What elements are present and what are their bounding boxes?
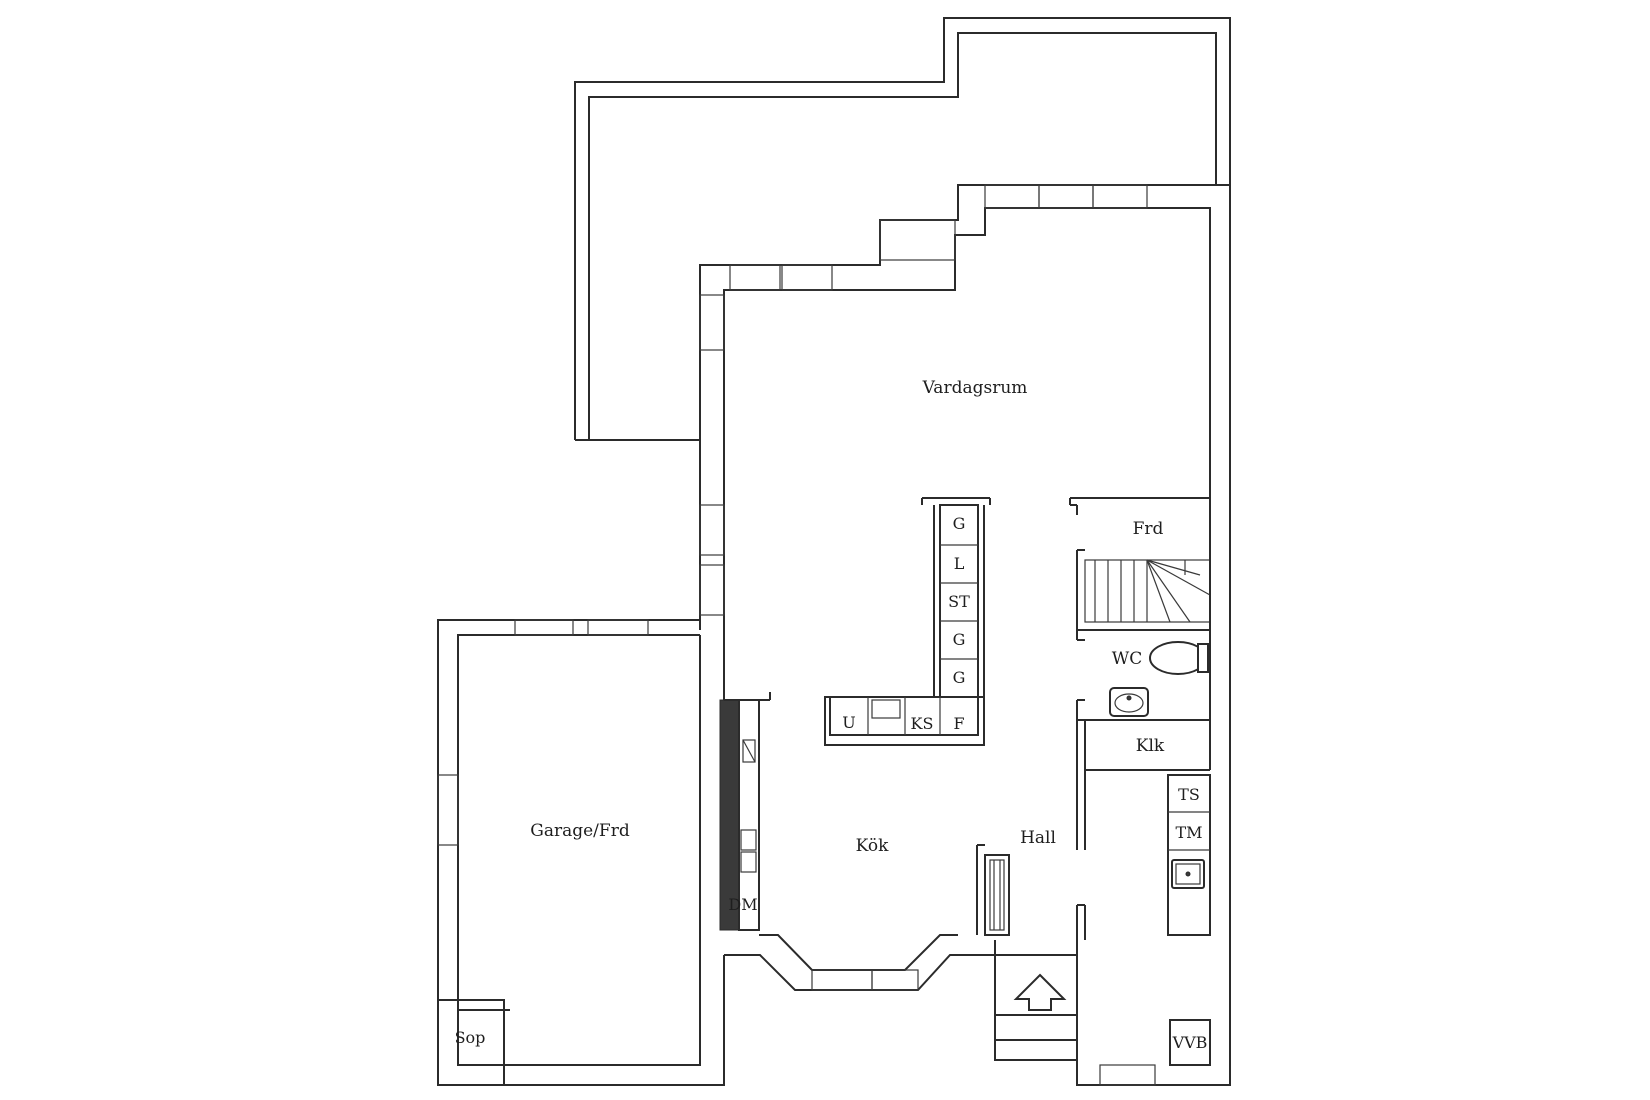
fixture-ks: KS	[911, 714, 934, 733]
toilet-icon	[1149, 641, 1209, 675]
fixture-g-1: G	[953, 514, 966, 533]
fixture-tm: TM	[1175, 823, 1202, 842]
fixture-g-3: G	[953, 668, 966, 687]
bay-window	[724, 934, 996, 991]
fixture-dm: DM	[728, 895, 757, 914]
label-frd: Frd	[1133, 519, 1164, 539]
up-arrow-icon	[1013, 973, 1067, 1011]
label-klk: Klk	[1136, 736, 1165, 756]
label-hall: Hall	[1020, 828, 1056, 848]
fixture-ts: TS	[1178, 785, 1200, 804]
radiator-icon	[984, 854, 1010, 936]
terrace-outline	[574, 17, 1231, 441]
label-sop: Sop	[455, 1028, 486, 1047]
fixture-u: U	[842, 713, 855, 732]
label-wc: WC	[1112, 649, 1142, 669]
fixture-st: ST	[948, 592, 970, 611]
label-garage: Garage/Frd	[530, 821, 630, 841]
label-kok: Kök	[856, 836, 889, 856]
washbasin-icon	[1109, 687, 1149, 717]
garage-walls	[437, 619, 725, 1086]
interior-walls	[976, 497, 1211, 1086]
fixture-vvb: VVB	[1172, 1033, 1208, 1052]
sink-icon	[1171, 859, 1205, 889]
living-room-windows	[699, 184, 1148, 616]
fixture-f: F	[953, 714, 964, 733]
fixture-g-2: G	[953, 630, 966, 649]
label-vardagsrum: Vardagsrum	[922, 378, 1028, 398]
kitchen-counter-left	[719, 692, 771, 931]
kitchen-island	[824, 497, 991, 746]
fixture-l: L	[954, 554, 965, 573]
